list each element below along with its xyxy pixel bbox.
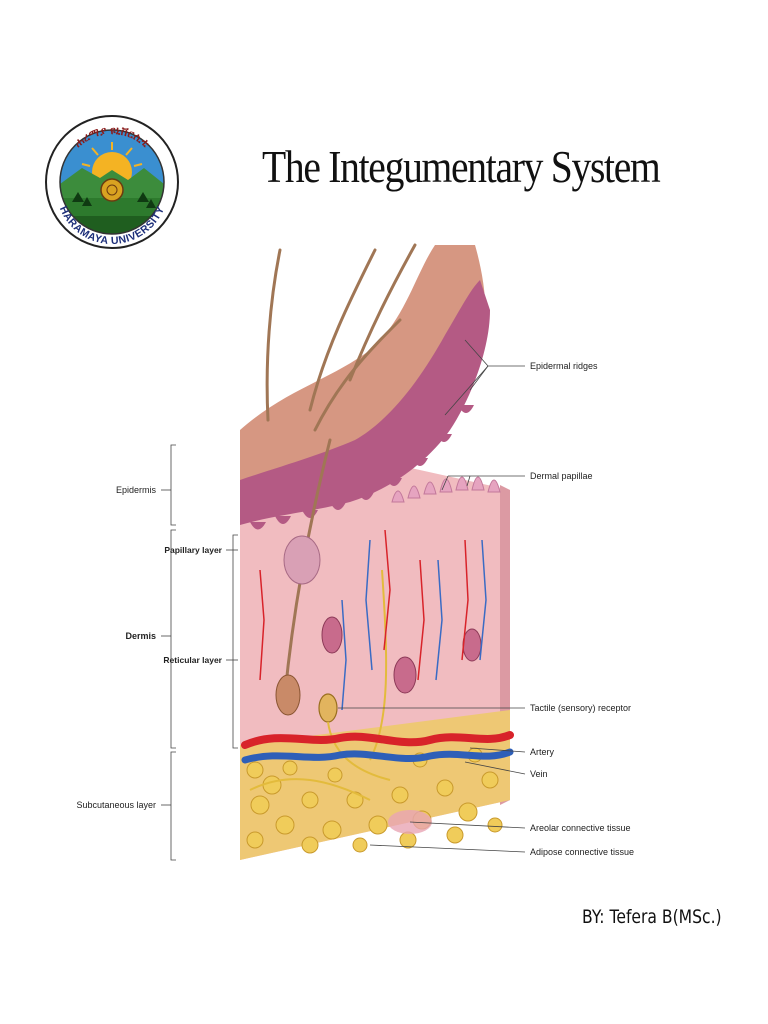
label-epidermal-ridges: Epidermal ridges (530, 361, 598, 371)
author-byline: BY: Tefera B(MSc.) (582, 906, 722, 928)
skin-diagram: Epidermis Dermis Papillary layer Reticul… (70, 240, 720, 880)
label-dermal-papillae: Dermal papillae (530, 471, 593, 481)
slide-title: The Integumentary System (262, 141, 661, 192)
label-artery: Artery (530, 747, 555, 757)
label-areolar-tissue: Areolar connective tissue (530, 823, 631, 833)
label-epidermis: Epidermis (116, 485, 157, 495)
label-vein: Vein (530, 769, 548, 779)
label-subcutaneous-layer: Subcutaneous layer (76, 800, 156, 810)
label-reticular-layer: Reticular layer (163, 655, 222, 665)
label-papillary-layer: Papillary layer (164, 545, 222, 555)
label-dermis: Dermis (125, 631, 156, 641)
label-adipose-tissue: Adipose connective tissue (530, 847, 634, 857)
label-tactile-receptor: Tactile (sensory) receptor (530, 703, 631, 713)
university-logo: ሐረማያ ዩኒቨርሲቲ HARAMAYA UNIVERSITY (42, 98, 182, 266)
